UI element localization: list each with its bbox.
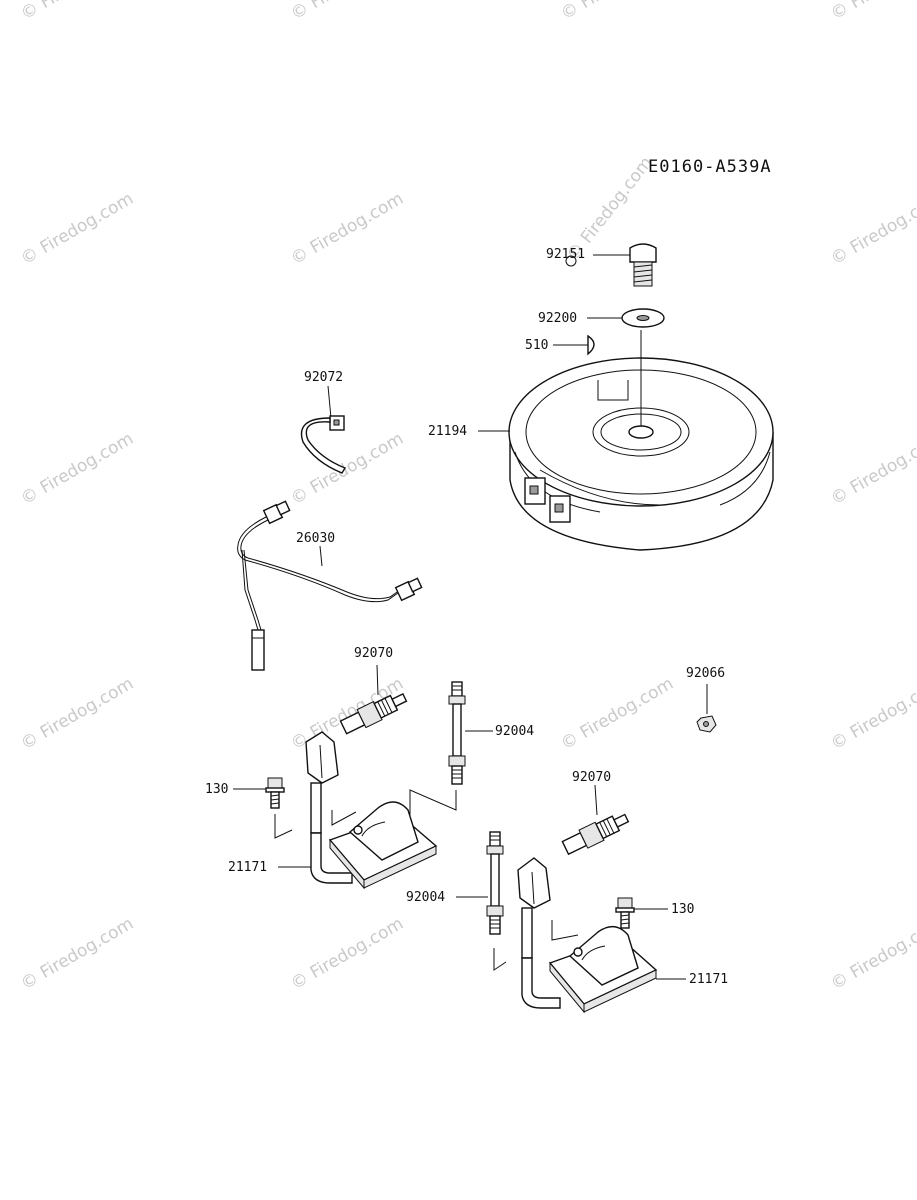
- watermark: © Firedog.com: [828, 0, 917, 24]
- harness-26030: [237, 500, 423, 671]
- part-label-92066: 92066: [686, 666, 725, 681]
- part-label-92072: 92072: [304, 370, 343, 385]
- watermark: © Firedog.com: [18, 189, 137, 270]
- part-label-92151: 92151: [546, 247, 585, 262]
- watermark: © Firedog.com: [288, 189, 407, 270]
- flywheel-21194: [478, 330, 774, 551]
- ignition-coil-21171-upper: [278, 731, 438, 890]
- part-label-130-lower: 130: [671, 902, 694, 917]
- part-label-92070-upper: 92070: [354, 646, 393, 661]
- part-label-92004-lower: 92004: [406, 890, 445, 905]
- part-label-21194: 21194: [428, 424, 467, 439]
- watermark: © Firedog.com: [18, 429, 137, 510]
- watermark: © Firedog.com: [288, 914, 407, 995]
- key-510: [553, 334, 595, 356]
- part-label-510: 510: [525, 338, 548, 353]
- watermark: © Firedog.com: [18, 674, 137, 755]
- watermark: © Firedog.com: [288, 0, 407, 24]
- washer-92200: [587, 308, 665, 328]
- watermark: © Firedog.com: [828, 674, 917, 755]
- watermark: © Firedog.com: [18, 0, 137, 24]
- watermark: © Firedog.com: [18, 914, 137, 995]
- spark-plug-92070-lower: [561, 784, 630, 856]
- watermark: © Firedog.com: [558, 674, 677, 755]
- part-label-92070-lower: 92070: [572, 770, 611, 785]
- clamp-92072: [300, 385, 347, 474]
- stud-92004-lower: [456, 831, 507, 971]
- watermark: © Firedog.com: [828, 429, 917, 510]
- part-label-92004-upper: 92004: [495, 724, 534, 739]
- watermark: © Firedog.com: [828, 914, 917, 995]
- spark-plug-92070-upper: [339, 664, 408, 735]
- watermark: © Firedog.com: [828, 189, 917, 270]
- stud-92004-upper: [409, 681, 493, 845]
- bolt-130-upper: [233, 777, 293, 839]
- part-label-21171-lower: 21171: [689, 972, 728, 987]
- ignition-coil-21171-lower: [517, 857, 686, 1014]
- nut-92066: [696, 684, 717, 733]
- watermark-layer: © Firedog.com © Firedog.com © Firedog.co…: [18, 0, 917, 994]
- part-label-130-upper: 130: [205, 782, 228, 797]
- bolt-92151: [565, 243, 657, 287]
- part-label-26030: 26030: [296, 531, 335, 546]
- watermark: © Firedog.com: [558, 0, 677, 24]
- diagram-code: E0160-A539A: [648, 157, 772, 177]
- part-label-21171-upper: 21171: [228, 860, 267, 875]
- part-label-92200: 92200: [538, 311, 577, 326]
